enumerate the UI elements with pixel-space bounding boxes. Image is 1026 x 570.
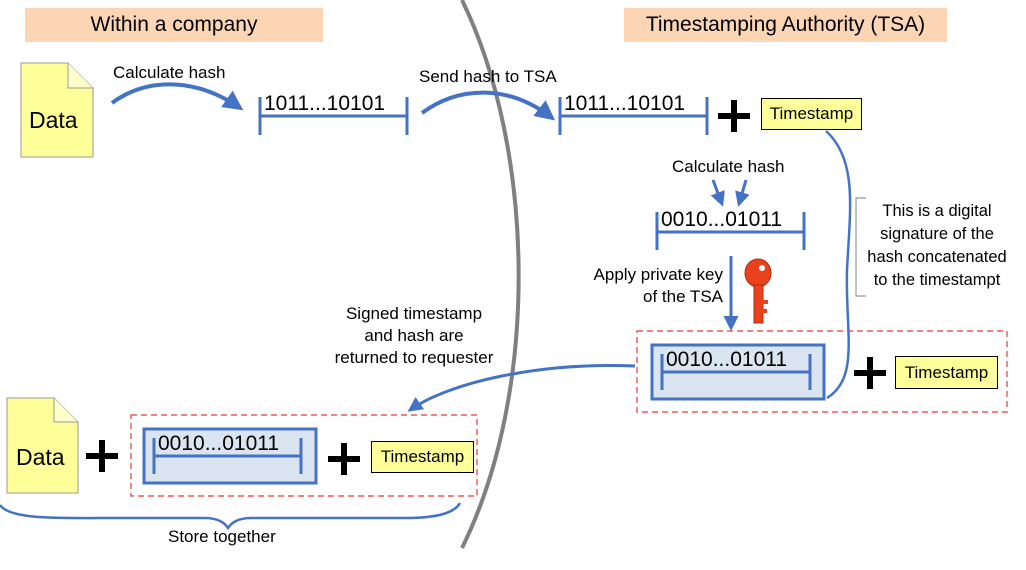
apply-key-label: Apply private key of the TSA	[593, 265, 723, 306]
calculate-hash-arrow	[110, 82, 244, 111]
hash-down-arrow-left	[710, 179, 725, 207]
returned-label: Signed timestamp and hash are returned t…	[334, 304, 494, 367]
company-header: Within a company	[25, 8, 323, 42]
signed-hash-value: 0010...01011	[661, 208, 783, 231]
company-tsa-divider	[460, 0, 521, 549]
stored-data-document-label: Data	[16, 444, 65, 470]
plus-icon	[718, 100, 750, 132]
hash-value-tsa: 1011...10101	[564, 92, 686, 115]
hash-value: 1011...10101	[264, 92, 386, 115]
hash-bracket-1	[258, 97, 409, 135]
private-key-icon	[744, 258, 772, 324]
store-together-brace	[0, 502, 462, 531]
signature-note: This is a digital signature of the hash …	[861, 200, 1013, 292]
timestamp-box-tsa: Timestamp	[895, 356, 998, 389]
tsa-output-dashed-box	[636, 330, 1008, 413]
plus-icon	[328, 443, 360, 475]
plus-icon	[86, 440, 118, 472]
signed-hash-value-tsa: 0010...01011	[666, 348, 788, 371]
send-hash-label: Send hash to TSA	[419, 67, 557, 86]
calculate-hash-label: Calculate hash	[113, 63, 226, 82]
plus-icon	[854, 357, 886, 389]
stored-data-document-icon	[6, 397, 79, 494]
timestamp-box: Timestamp	[761, 98, 862, 130]
timestamp-box-stored: Timestamp	[371, 441, 474, 473]
data-document-icon	[20, 62, 94, 158]
store-together-label: Store together	[168, 527, 276, 546]
hash-down-arrow-right	[735, 179, 750, 207]
calculate-hash-tsa-label: Calculate hash	[672, 157, 785, 176]
hash-bracket-2	[558, 97, 709, 135]
data-document-label: Data	[29, 107, 78, 133]
send-hash-arrow	[420, 90, 556, 121]
hash-bracket-3	[655, 212, 806, 250]
tsa-header: Timestamping Authority (TSA)	[624, 8, 947, 42]
signature-brace	[825, 130, 852, 400]
signed-hash-value-stored: 0010...01011	[158, 432, 280, 455]
return-arrow	[407, 364, 636, 412]
stored-bundle-dashed-box	[130, 414, 478, 497]
note-bracket	[855, 197, 866, 297]
